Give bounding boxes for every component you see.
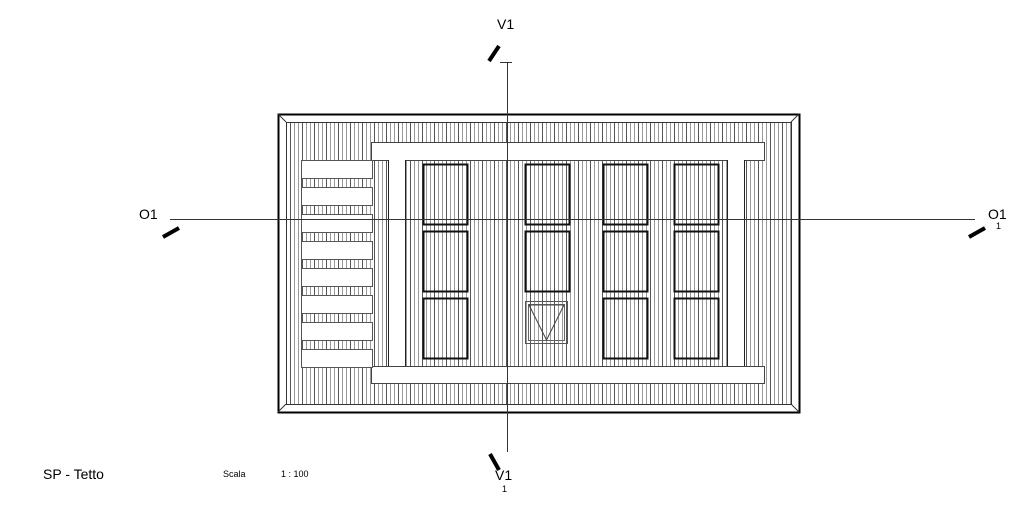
solar-panel bbox=[422, 163, 469, 226]
roof-strip bbox=[301, 187, 373, 206]
solar-panel bbox=[602, 297, 649, 360]
solar-panel bbox=[524, 163, 571, 226]
roof-strip bbox=[301, 268, 373, 287]
scale-value: 1 : 100 bbox=[281, 469, 309, 479]
scale-label: Scala bbox=[223, 469, 246, 479]
marker-v1-bottom bbox=[488, 453, 501, 471]
solar-panels bbox=[422, 163, 720, 360]
roof-inner-outline bbox=[286, 122, 792, 405]
left-strip-stack bbox=[301, 160, 373, 368]
drawing-title: SP - Tetto bbox=[43, 466, 104, 482]
solar-panel bbox=[673, 230, 720, 293]
parapet-bands bbox=[371, 142, 765, 384]
triangle-icon bbox=[528, 304, 565, 342]
section-label-o1-left: O1 bbox=[139, 206, 158, 222]
roof-corner-chamfers bbox=[277, 113, 800, 413]
roof-strip bbox=[301, 349, 373, 368]
section-label-o1-right: O1 bbox=[988, 206, 1007, 222]
solar-panel bbox=[673, 163, 720, 226]
solar-panel bbox=[673, 297, 720, 360]
skylight-hatch bbox=[525, 301, 568, 344]
solar-panel bbox=[602, 163, 649, 226]
solar-panel bbox=[422, 230, 469, 293]
marker-v1-top bbox=[487, 44, 501, 63]
parapet-edges bbox=[388, 160, 745, 366]
section-label-v1-bottom: V1 bbox=[495, 467, 513, 483]
roof-hatching bbox=[290, 123, 791, 404]
solar-panel bbox=[602, 230, 649, 293]
section-label-v1-top: V1 bbox=[497, 16, 515, 32]
solar-panel bbox=[422, 297, 469, 360]
roof-strip bbox=[301, 241, 373, 260]
roof-strip bbox=[301, 214, 373, 233]
section-markers bbox=[162, 44, 986, 471]
section-sub-o1-right: 1 bbox=[996, 221, 1002, 231]
roof-strip bbox=[301, 322, 373, 341]
marker-o1-left bbox=[162, 226, 180, 239]
roof-outline bbox=[277, 113, 801, 414]
marker-o1-right bbox=[968, 226, 986, 239]
roof-strip bbox=[301, 160, 373, 179]
solar-panel bbox=[524, 230, 571, 293]
roof-strip bbox=[301, 295, 373, 314]
section-sub-v1-bottom: 1 bbox=[502, 484, 508, 494]
